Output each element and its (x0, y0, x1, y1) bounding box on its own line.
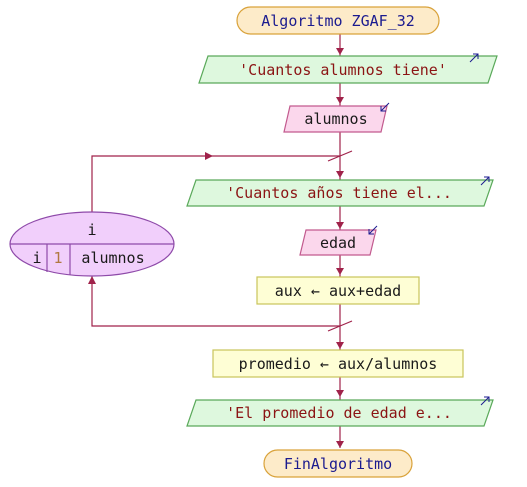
join-tick (327, 150, 353, 162)
loop-variable-title: i (87, 221, 96, 239)
start-label: Algoritmo ZGAF_32 (261, 12, 415, 30)
arrow-head (336, 268, 344, 275)
output-step-alumnos-prompt[interactable]: 'Cuantos alumnos tiene' (198, 53, 498, 84)
arrow-head (336, 171, 344, 178)
arrow-head (88, 276, 96, 284)
arrow-head (336, 441, 344, 448)
arrow-head (336, 222, 344, 229)
output-step-result[interactable]: 'El promedio de edad e... (186, 396, 494, 427)
input-text: alumnos (304, 110, 367, 128)
output-arrow-icon (469, 53, 479, 63)
input-arrow-icon (380, 102, 390, 112)
input-step-alumnos[interactable]: alumnos (283, 102, 390, 133)
process-text: aux ← aux+edad (275, 282, 401, 300)
input-step-edad[interactable]: edad (299, 225, 378, 256)
arrow-head (336, 342, 344, 349)
output-text: 'Cuantos años tiene el... (226, 184, 452, 202)
input-text: edad (320, 234, 356, 252)
output-arrow-icon (480, 176, 490, 186)
loop-end-value: alumnos (81, 249, 144, 267)
loop-variable: i (32, 249, 41, 267)
process-text: promedio ← aux/alumnos (239, 355, 438, 373)
process-step-sum[interactable]: aux ← aux+edad (256, 276, 420, 305)
output-arrow-icon (480, 396, 490, 406)
end-label: FinAlgoritmo (284, 455, 392, 473)
input-arrow-icon (368, 225, 378, 235)
loop-return-line (91, 276, 340, 327)
arrow-head (336, 48, 344, 55)
output-text: 'El promedio de edad e... (226, 404, 452, 422)
join-tick (327, 320, 353, 332)
process-step-average[interactable]: promedio ← aux/alumnos (212, 349, 464, 378)
arrow-head (205, 152, 213, 160)
loop-entry-line (91, 155, 340, 212)
for-loop-node[interactable]: i i 1 alumnos (9, 211, 175, 277)
output-text: 'Cuantos alumnos tiene' (239, 61, 447, 79)
output-step-age-prompt[interactable]: 'Cuantos años tiene el... (186, 176, 494, 207)
end-terminal[interactable]: FinAlgoritmo (263, 449, 413, 478)
loop-start-value: 1 (53, 249, 62, 267)
start-terminal[interactable]: Algoritmo ZGAF_32 (236, 6, 440, 35)
arrow-head (336, 390, 344, 397)
arrow-head (336, 97, 344, 104)
